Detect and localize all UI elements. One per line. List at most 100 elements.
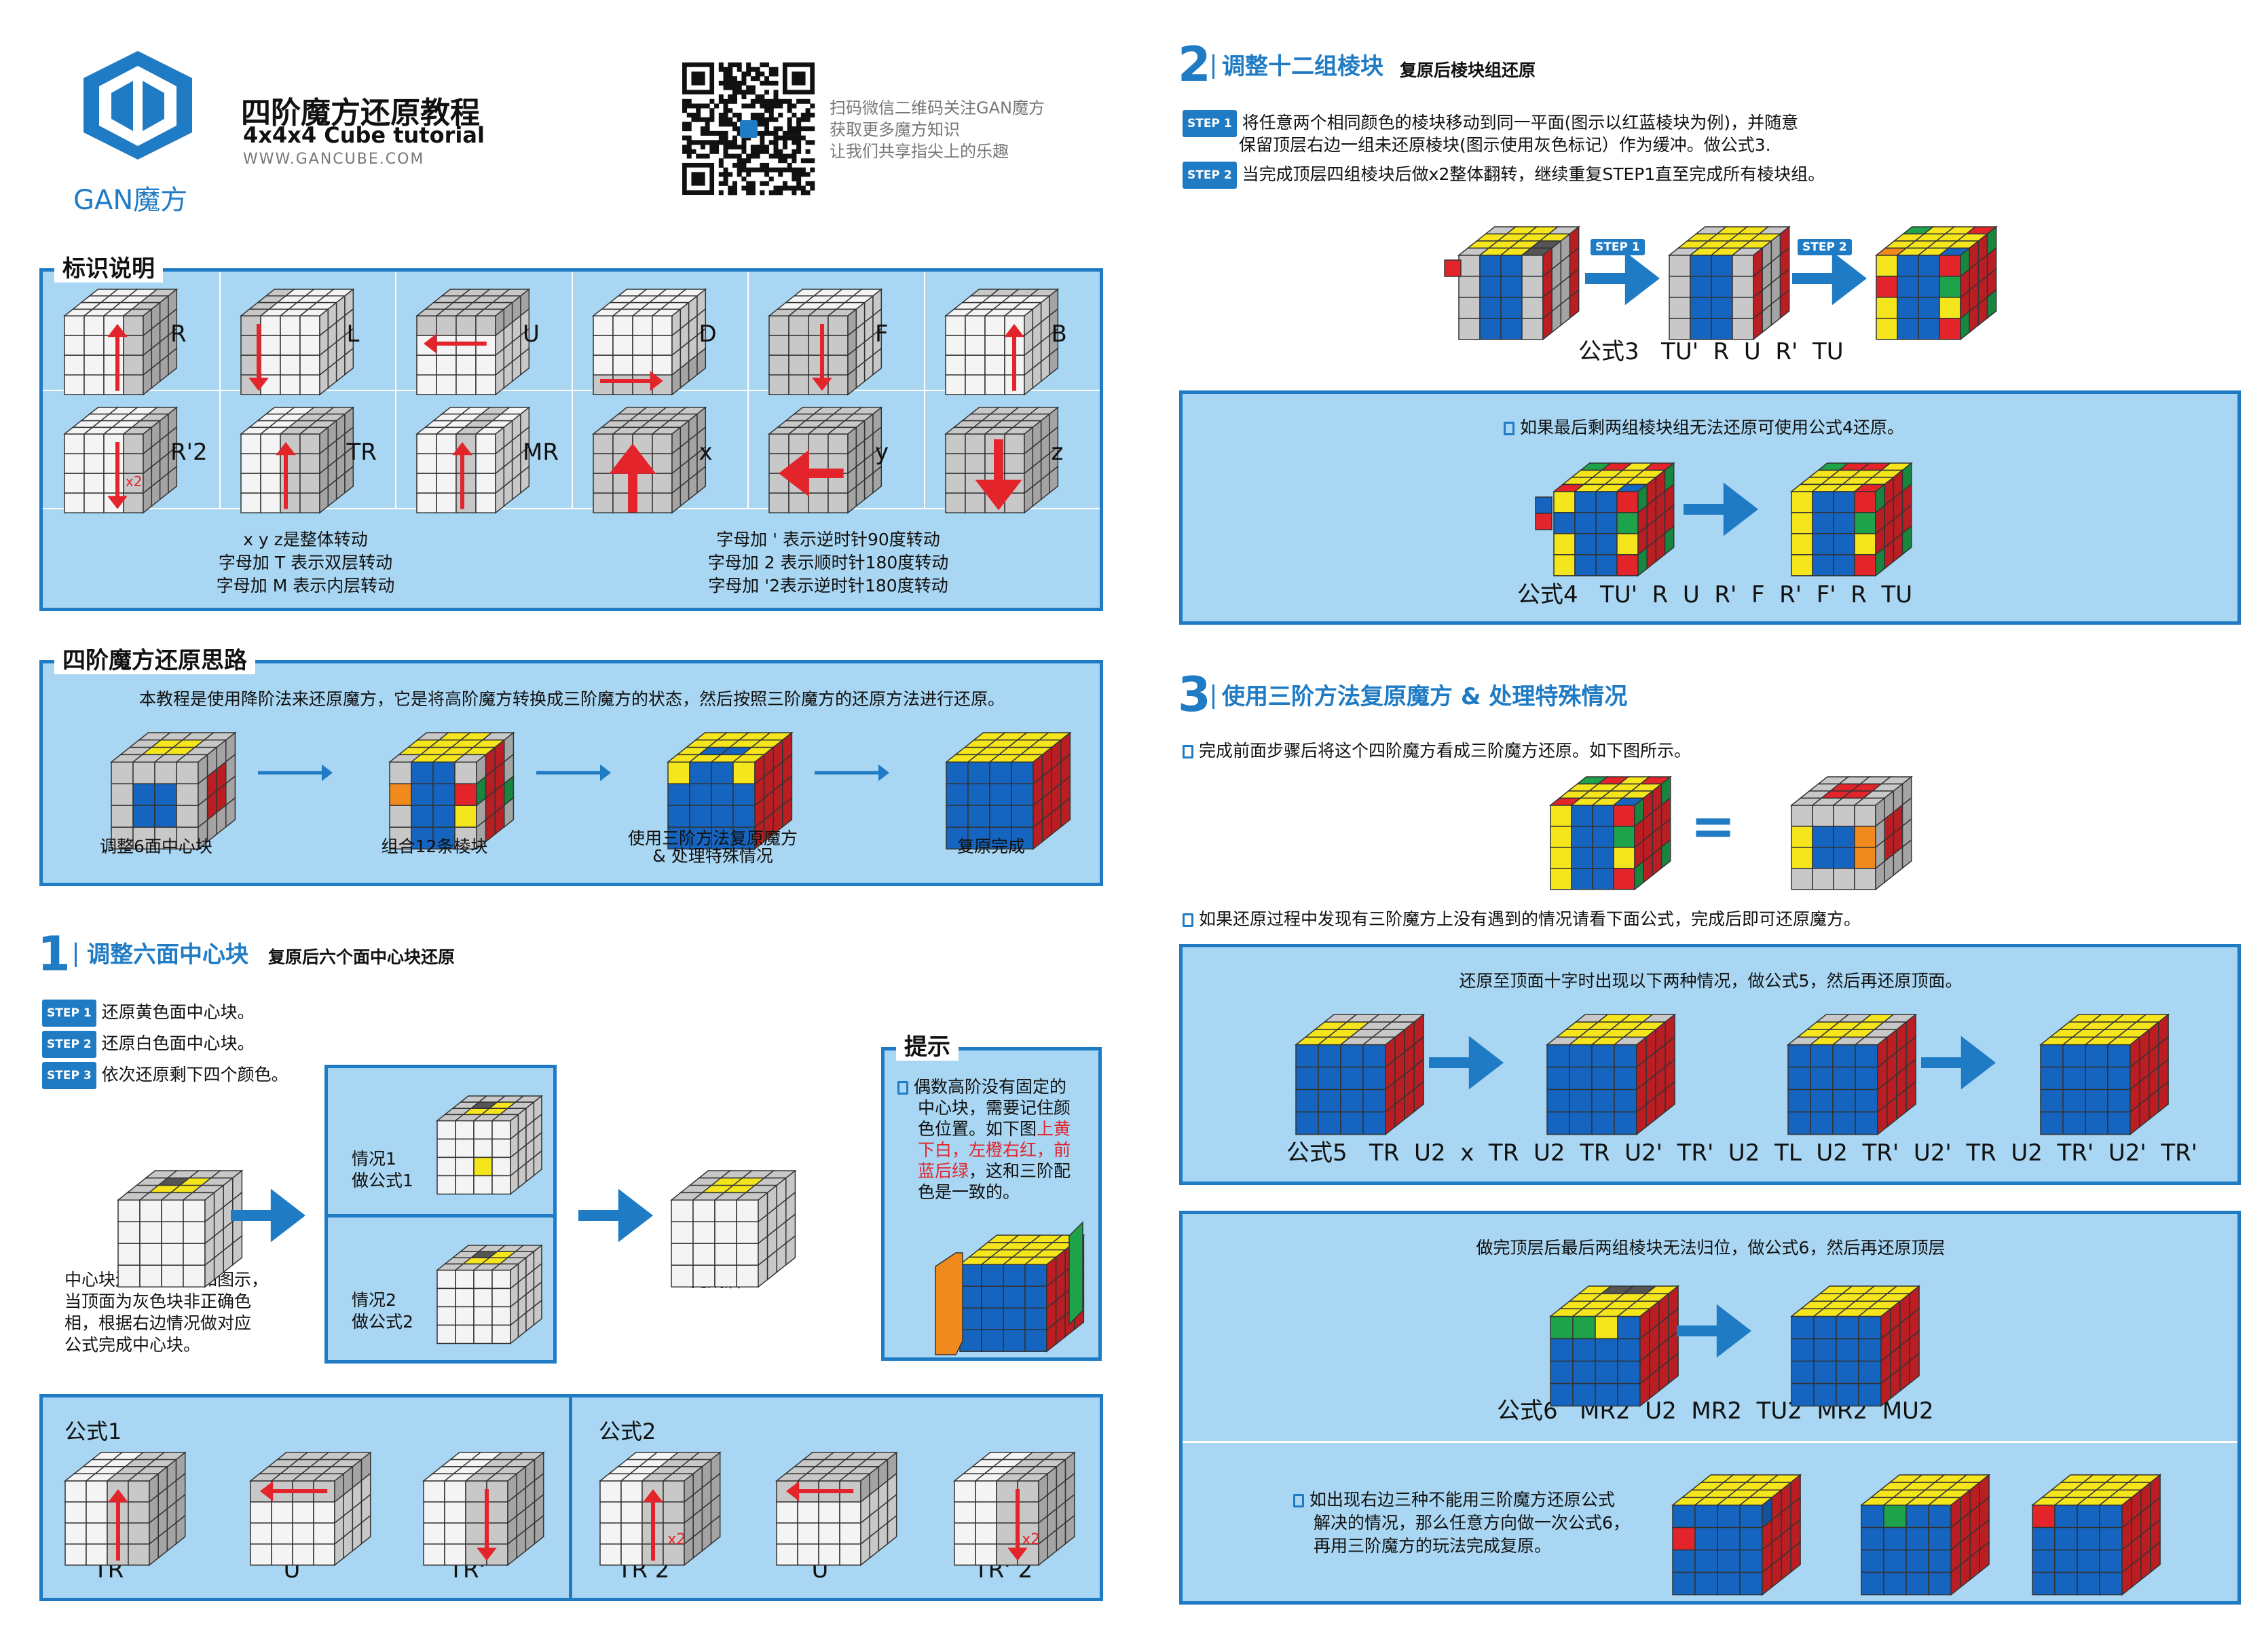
section3-note-a: 完成前面步骤后将这个四阶魔方看成三阶魔方还原。如下图所示。 [1183, 739, 1691, 763]
tip-title: 提示 [896, 1034, 959, 1061]
red-arrow-icon [107, 324, 128, 391]
notation-note-left-1: x y z是整体转动 [243, 530, 368, 549]
formula6-case: 做完顶层后最后两组棱块无法归位，做公式6，然后再还原顶层 [1476, 1238, 1946, 1258]
notation-label: D [699, 321, 717, 348]
case1-formula: 做公式1 [352, 1171, 413, 1190]
qr-code-icon [682, 62, 815, 196]
blue-block-icon [1535, 496, 1553, 530]
explain-4: 公式完成中心块。 [64, 1335, 201, 1355]
page-title: 四阶魔方还原教程 [241, 96, 480, 130]
cube-icon [1294, 1013, 1426, 1136]
cube-icon [1789, 462, 1913, 577]
section2-divider [1212, 54, 1214, 79]
notation-note-right-2: 字母加 2 表示顺时针180度转动 [707, 553, 949, 572]
blue-arrow-icon [815, 764, 889, 782]
red-arrow-icon [599, 371, 663, 391]
tip-line-5: 色是一致的。 [918, 1182, 1020, 1202]
section3-divider [1212, 684, 1214, 709]
blue-arrow-icon [1585, 251, 1660, 306]
note-icon [1183, 913, 1193, 927]
cube-icon [1545, 1013, 1677, 1136]
formula1-title: 公式1 [64, 1419, 122, 1444]
red-arrow-icon [248, 324, 269, 391]
red-arrow-icon [609, 443, 656, 513]
formula5: 公式5 TR U2 x TR U2 TR U2' TR' U2 TL U2 TR… [1286, 1139, 2198, 1167]
tip-red-2: 下白，左橙右红，前 [918, 1140, 1071, 1160]
cube-icon [116, 1169, 244, 1288]
red-arrow-icon [107, 442, 128, 509]
step2-text: 还原白色面中心块。 [101, 1034, 255, 1053]
red-arrow-icon [975, 439, 1022, 511]
note-c-line-3: 再用三阶魔方的玩法完成复原。 [1314, 1536, 1552, 1556]
section2-step-1b: 保留顶层右边一组未还原棱块(图示使用灰色标记）作为缓冲。做公式3. [1239, 135, 1771, 155]
formula5-case: 还原至顶面十字时出现以下两种情况，做公式5，然后再还原顶面。 [1459, 971, 1963, 991]
notation-label: y [875, 439, 889, 466]
approach-intro: 本教程是使用降阶法来还原魔方，它是将高阶魔方转换成三阶魔方的状态，然后按照三阶魔… [138, 689, 1005, 709]
notation-label: R [170, 321, 187, 348]
notation-label: TR [346, 439, 377, 466]
notation-label: x [699, 439, 713, 466]
tip-red-1: 上黄 [1037, 1119, 1071, 1139]
tip-line-4: 这和三阶配 [986, 1161, 1071, 1181]
cube-icon [388, 731, 515, 850]
blue-arrow-icon [1921, 1036, 1996, 1090]
s2-step1-badge: STEP 1 [1183, 110, 1237, 137]
cube-icon [435, 1095, 544, 1196]
cube-icon [435, 1244, 544, 1345]
tip-line-1: 偶数高阶没有固定的 [914, 1077, 1067, 1097]
cube-icon [591, 288, 707, 396]
case1-label: 情况1 [352, 1149, 396, 1169]
red-arrow-icon [642, 1488, 663, 1561]
explain-2: 当顶面为灰色块非正确色 [64, 1292, 252, 1311]
s2-step2-badge: STEP 2 [1183, 162, 1237, 189]
approach-step-1: 调整6面中心块 [100, 837, 212, 856]
note-icon [897, 1081, 908, 1095]
cube-icon [1548, 775, 1672, 891]
step-badge: STEP 2 [1798, 239, 1852, 255]
notation-note-left-2: 字母加 T 表示双层转动 [218, 553, 393, 572]
red-arrow-icon [812, 324, 833, 391]
qr-line-1: 扫码微信二维码关注GAN魔方 [830, 98, 1045, 117]
qr-code[interactable] [682, 62, 815, 196]
section1-number: 1 [37, 926, 71, 982]
grid-line [43, 390, 1100, 391]
gan-logo-icon [83, 51, 192, 160]
tip-text: 偶数高阶没有固定的 中心块，需要记住颜 色位置。如下图上黄 下白，左橙右红，前 … [897, 1076, 1094, 1203]
formula4: 公式4 TU' R U R' F R' F' R TU [1517, 581, 1913, 608]
red-arrow-icon [779, 450, 844, 497]
section1-subtitle: 复原后六个面中心块还原 [268, 947, 456, 967]
cube-icon [62, 406, 179, 514]
notation-note-left-3: 字母加 M 表示内层转动 [216, 576, 395, 596]
notation-label: U [523, 321, 540, 348]
orange-face-icon [935, 1252, 963, 1355]
case2-formula: 做公式2 [352, 1312, 413, 1332]
cube-icon [1789, 775, 1913, 891]
notation-label: F [875, 321, 889, 348]
red-arrow-icon [451, 442, 472, 509]
cube-icon [415, 406, 531, 514]
blue-arrow-icon [258, 764, 333, 782]
step-badge: STEP 1 [1591, 239, 1645, 255]
cube-icon [669, 1169, 797, 1288]
red-arrow-icon [1007, 1488, 1028, 1561]
section3-title: 使用三阶方法复原魔方 & 处理特殊情况 [1222, 683, 1628, 710]
page-subtitle: 4x4x4 Cube tutorial [243, 122, 485, 148]
cube-icon [422, 1451, 545, 1567]
cube-icon [62, 288, 179, 396]
website: WWW.GANCUBE.COM [243, 151, 425, 168]
notation-label: MR [523, 439, 559, 466]
blue-arrow-icon [1792, 251, 1867, 306]
tip-comma: ， [969, 1161, 986, 1181]
notation-note-right-3: 字母加 '2表示逆时针180度转动 [708, 576, 948, 596]
section2-number: 2 [1178, 37, 1211, 92]
step1-text: 还原黄色面中心块。 [101, 1002, 255, 1022]
section1-title: 调整六面中心块 [87, 941, 248, 968]
red-arrow-icon [107, 1488, 128, 1561]
step3-text: 依次还原剩下四个颜色。 [101, 1065, 289, 1084]
x2-marker: x2 [1022, 1531, 1041, 1549]
